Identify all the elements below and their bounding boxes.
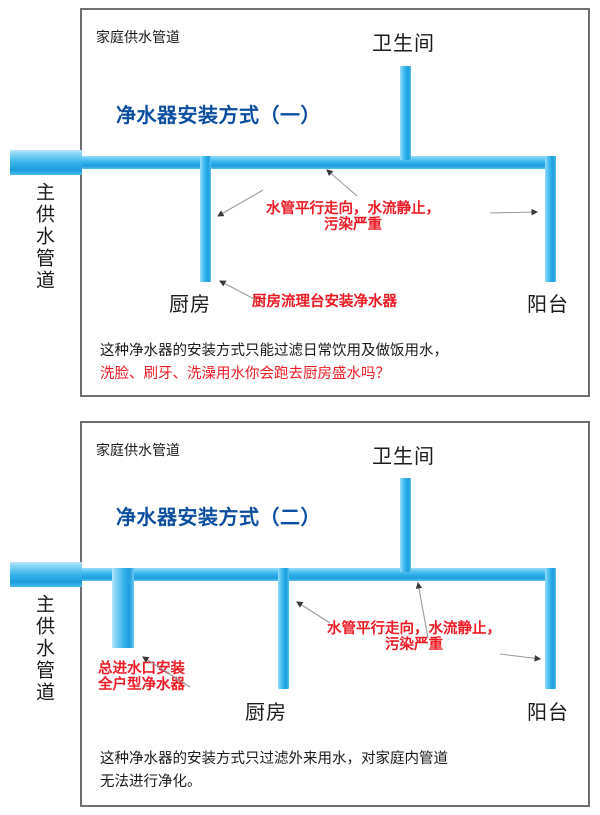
toilet-branch-pipe-2 xyxy=(400,478,411,572)
balcony-branch-pipe-1 xyxy=(545,156,556,282)
panel-description-line1-1: 这种净水器的安装方式只能过滤日常饮用及做饭用水， xyxy=(100,343,448,359)
room-label-toilet-1: 卫生间 xyxy=(372,33,435,55)
balcony-branch-pipe-2 xyxy=(545,568,556,689)
panel-description-line2-1: 洗脸、刷牙、洗澡用水你会跑去厨房盛水吗？ xyxy=(100,366,390,382)
main-supply-pipe-label-2: 主供水管道 xyxy=(33,594,54,704)
annotation-parallel-flow-1: 水管平行走向，水流静止， 污染严重 xyxy=(266,201,440,234)
room-label-kitchen-1: 厨房 xyxy=(169,294,211,316)
main-supply-pipe-label-1: 主供水管道 xyxy=(33,182,54,292)
main-supply-pipe-stub-1 xyxy=(10,150,82,175)
panel-description-line1-2: 这种净水器的安装方式只过滤外来用水，对家庭内管道 xyxy=(100,751,448,767)
household-horizontal-pipe-1 xyxy=(82,156,556,169)
household-horizontal-pipe-2 xyxy=(82,568,556,581)
installation-panel-2 xyxy=(80,421,590,807)
room-label-balcony-2: 阳台 xyxy=(527,702,569,724)
room-label-kitchen-2: 厨房 xyxy=(245,702,287,724)
main-supply-pipe-stub-2 xyxy=(10,562,82,587)
toilet-branch-pipe-1 xyxy=(400,66,411,160)
household-pipe-label-2: 家庭供水管道 xyxy=(96,442,180,458)
annotation-whole-house-filter: 总进水口安装 全户型净水器 xyxy=(98,661,185,694)
kitchen-branch-pipe-1 xyxy=(200,156,211,282)
room-label-toilet-2: 卫生间 xyxy=(372,446,435,468)
panel-description-line2-2: 无法进行净化。 xyxy=(100,774,202,790)
household-pipe-label-1: 家庭供水管道 xyxy=(96,29,180,45)
room-label-balcony-1: 阳台 xyxy=(527,294,569,316)
panel-title-1: 净水器安装方式（一） xyxy=(116,105,321,127)
whole-house-filter-unit xyxy=(112,568,134,648)
installation-panel-1 xyxy=(80,8,590,397)
panel-title-2: 净水器安装方式（二） xyxy=(116,507,321,529)
annotation-parallel-flow-2: 水管平行走向，水流静止， 污染严重 xyxy=(327,621,501,654)
annotation-kitchen-filter-1: 厨房流理台安装净水器 xyxy=(252,294,397,310)
kitchen-branch-pipe-2 xyxy=(278,568,289,689)
